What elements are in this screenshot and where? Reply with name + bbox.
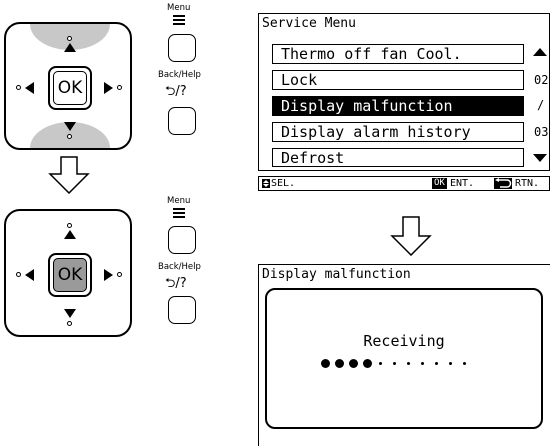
progress-dot-filled [321, 359, 330, 368]
back-help-icon: ⮌/? [165, 84, 187, 99]
down-dot-icon [67, 134, 72, 139]
malfunction-screen: Display malfunction Receiving [258, 264, 550, 446]
menu-icon [173, 208, 185, 218]
down-flow-arrow-icon [390, 216, 432, 256]
left-dot-icon [16, 85, 21, 90]
progress-dot-empty [379, 362, 382, 365]
menu-icon [173, 15, 185, 25]
item-code-lock: 02 [534, 73, 549, 87]
scroll-up-icon [533, 48, 547, 56]
down-flow-arrow-icon [48, 156, 90, 194]
progress-indicator [321, 358, 501, 370]
screen-title: Service Menu [262, 16, 356, 31]
progress-dot-filled [349, 359, 358, 368]
progress-dot-empty [449, 362, 452, 365]
ok-button-label: OK [53, 258, 87, 292]
updown-icon [262, 179, 270, 188]
left-arrow-button[interactable] [25, 269, 34, 281]
menu-item-display-alarm-history[interactable]: Display alarm history [272, 122, 524, 142]
down-arrow-button[interactable] [64, 122, 76, 131]
right-arrow-button[interactable] [104, 269, 113, 281]
dpad-top: OK [4, 22, 132, 150]
menu-item-lock[interactable]: Lock [272, 70, 524, 90]
menu-label: Menu [167, 3, 191, 13]
progress-dot-empty [463, 362, 466, 365]
message-panel: Receiving [265, 288, 543, 429]
right-dot-icon [117, 272, 122, 277]
down-arrow-button[interactable] [64, 309, 76, 318]
progress-dot-empty [407, 362, 410, 365]
back-help-button[interactable] [168, 107, 196, 135]
item-code-display-alarm-history: 03 [534, 125, 549, 139]
receiving-message: Receiving [363, 332, 445, 350]
progress-dot-filled [335, 359, 344, 368]
back-help-label: Back/Help [158, 70, 201, 80]
item-code-display-malfunction: / [537, 98, 545, 112]
ok-button-label: OK [53, 71, 87, 105]
up-dot-icon [67, 36, 72, 41]
return-icon [494, 178, 512, 189]
down-dot-icon [67, 321, 72, 326]
left-arrow-button[interactable] [25, 82, 34, 94]
screen-title: Display malfunction [262, 267, 411, 282]
right-arrow-button[interactable] [104, 82, 113, 94]
back-help-label: Back/Help [158, 262, 201, 272]
up-arrow-button[interactable] [64, 230, 76, 239]
progress-dot-empty [421, 362, 424, 365]
menu-item-thermo-off-fan-cool[interactable]: Thermo off fan Cool. [272, 44, 524, 64]
progress-dot-empty [435, 362, 438, 365]
scroll-down-icon [533, 154, 547, 162]
progress-dot-empty [393, 362, 396, 365]
ok-badge: OK [432, 178, 447, 189]
service-menu-screen: Service Menu Thermo off fan Cool. Lock D… [258, 13, 550, 171]
back-help-button[interactable] [168, 296, 196, 324]
progress-dot-filled [363, 359, 372, 368]
ok-button[interactable]: OK [48, 66, 92, 110]
menu-item-display-malfunction[interactable]: Display malfunction [272, 96, 524, 116]
ok-button[interactable]: OK [48, 253, 92, 297]
menu-item-defrost[interactable]: Defrost [272, 148, 524, 167]
status-bar: SEL. OK ENT. RTN. [258, 176, 550, 191]
left-dot-icon [16, 272, 21, 277]
back-help-icon: ⮌/? [165, 276, 187, 291]
ent-label: ENT. [450, 178, 475, 189]
menu-label: Menu [167, 196, 191, 206]
up-arrow-button[interactable] [64, 43, 76, 52]
right-dot-icon [117, 85, 122, 90]
dpad-bottom: OK [4, 209, 132, 337]
rtn-label: RTN. [515, 178, 540, 189]
sel-label: SEL. [271, 178, 296, 189]
up-dot-icon [67, 223, 72, 228]
menu-button[interactable] [168, 34, 196, 62]
menu-button[interactable] [168, 226, 196, 254]
